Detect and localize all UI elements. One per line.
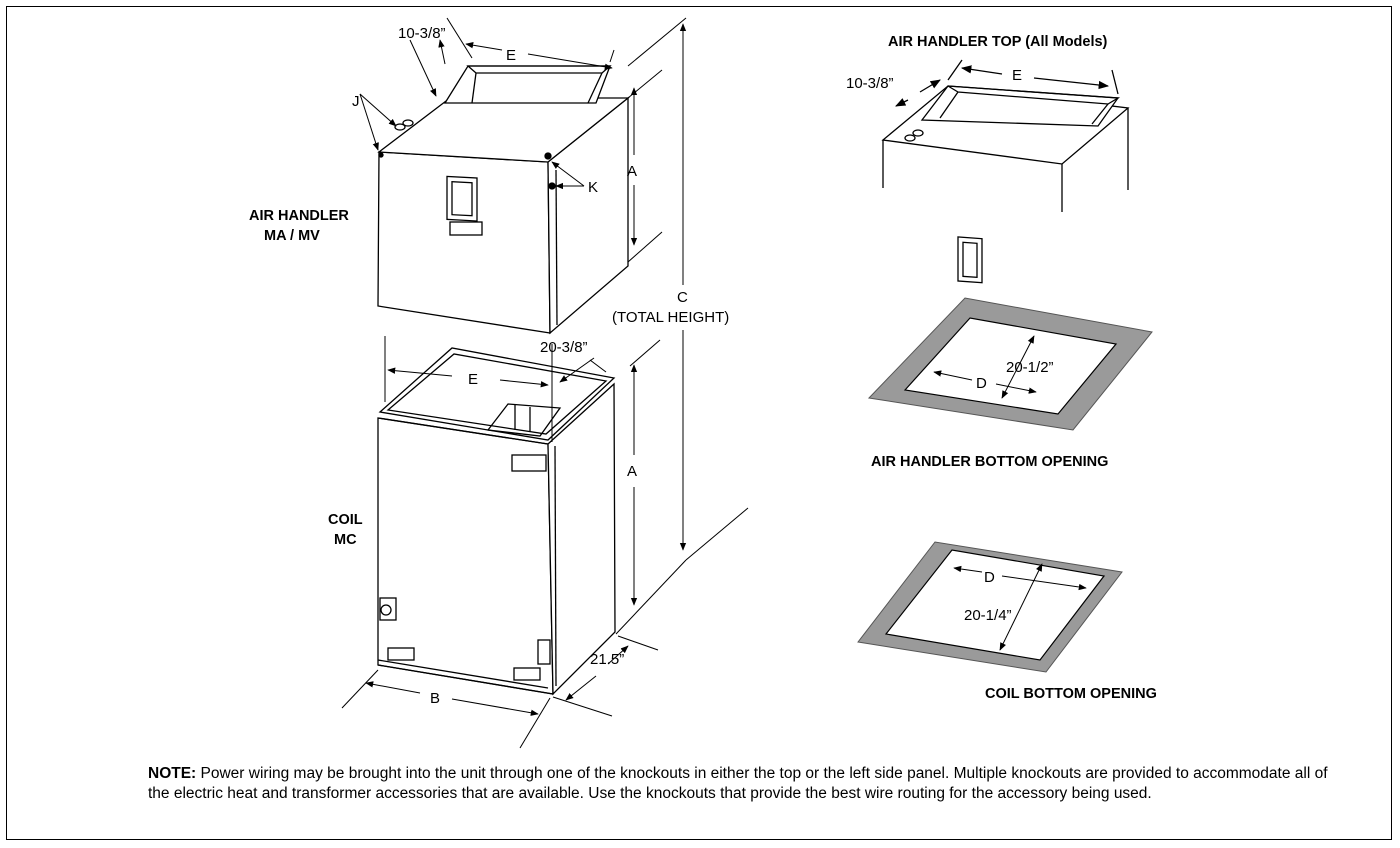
coil-title-line2: MC	[334, 532, 357, 548]
height-a-label-lower: A	[627, 463, 637, 480]
left-dimension-lines	[341, 17, 749, 749]
ah-opening-depth-label: 20-1/2”	[1006, 359, 1054, 376]
coil-opening-depth-label: 20-1/4”	[964, 607, 1012, 624]
total-height-text: (TOTAL HEIGHT)	[612, 309, 729, 326]
note-label: NOTE:	[148, 765, 197, 782]
air-handler-unit	[377, 65, 630, 335]
power-wiring-note: NOTE: Power wiring may be brought into t…	[148, 764, 1348, 804]
knockout-k-label: K	[588, 179, 598, 196]
cabinet-depth-label: 21.5”	[590, 651, 624, 668]
coil-unit	[377, 347, 616, 696]
coil-depth-label: 20-3/8”	[540, 339, 588, 356]
height-a-label-upper: A	[627, 163, 637, 180]
top-width-e-label: E	[1012, 67, 1022, 84]
top-collar-depth-label: 10-3/8”	[846, 75, 894, 92]
coil-opening-d-label: D	[984, 569, 995, 586]
width-b-label: B	[430, 690, 440, 707]
air-handler-bottom-opening	[867, 297, 1153, 431]
coil-title-line1: COIL	[328, 512, 363, 528]
air-handler-top-title: AIR HANDLER TOP (All Models)	[888, 34, 1108, 50]
coil-bottom-opening-title: COIL BOTTOM OPENING	[985, 686, 1157, 702]
note-text: Power wiring may be brought into the uni…	[148, 765, 1328, 802]
total-height-c-label: C	[677, 289, 688, 306]
ah-opening-d-label: D	[976, 375, 987, 392]
collar-depth-label: 10-3/8”	[398, 25, 446, 42]
diagram-frame	[6, 6, 1392, 840]
width-e-label-top: E	[506, 47, 516, 64]
knockout-j-label: J	[352, 93, 360, 110]
air-handler-top-view	[881, 59, 1130, 284]
ah-bottom-opening-title: AIR HANDLER BOTTOM OPENING	[871, 454, 1108, 470]
air-handler-title-line2: MA / MV	[264, 228, 320, 244]
coil-bottom-opening	[857, 541, 1123, 673]
air-handler-title-line1: AIR HANDLER	[249, 208, 349, 224]
width-e-label-coil: E	[468, 371, 478, 388]
